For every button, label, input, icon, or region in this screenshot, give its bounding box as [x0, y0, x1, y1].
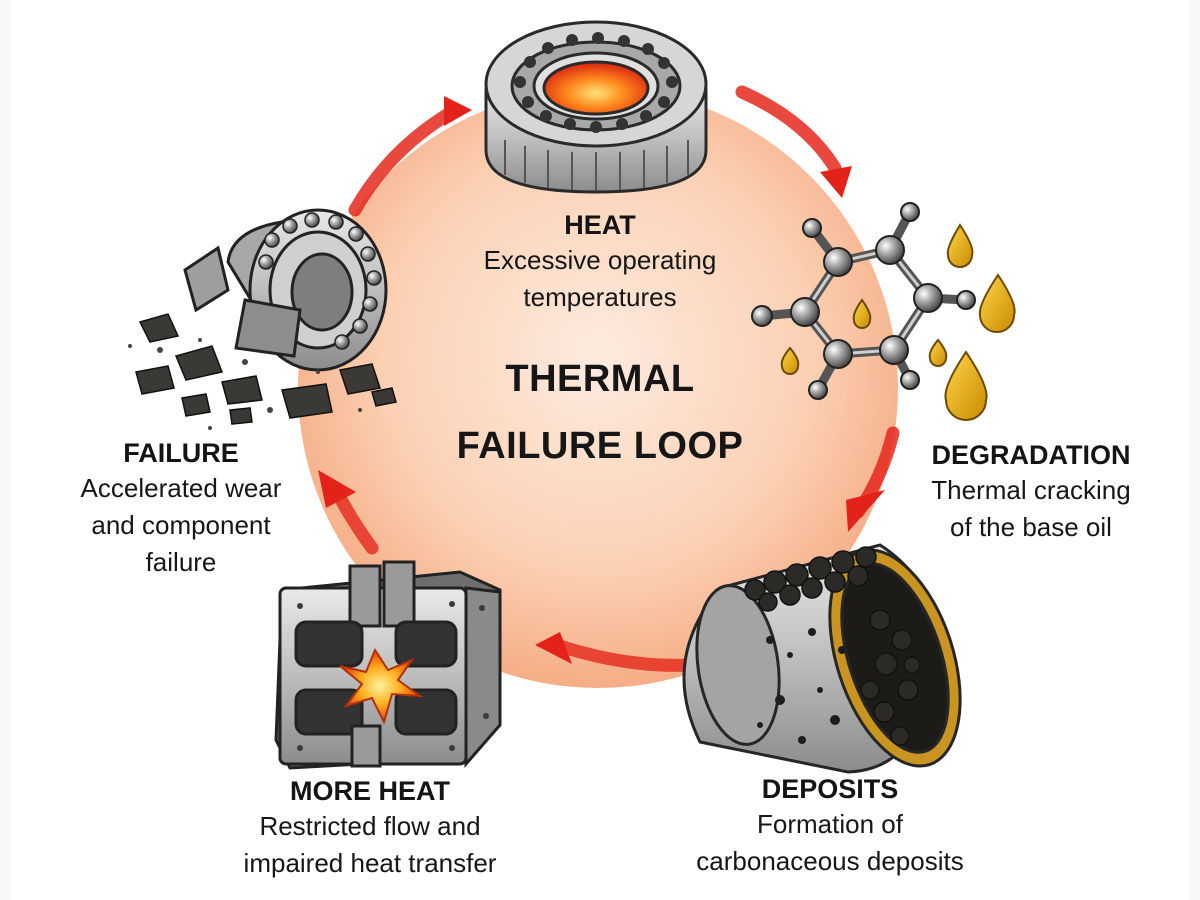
- step-degradation: DEGRADATION Thermal cracking of the base…: [900, 438, 1162, 546]
- diagram-title-line-1: THERMAL: [505, 358, 695, 400]
- step-deposits-label: DEPOSITS: [761, 774, 899, 804]
- arrow-deposits-to-more-heat: [553, 639, 699, 672]
- step-failure-description-line-1: Accelerated wear: [80, 473, 282, 503]
- step-more-heat-description-line-2: impaired heat transfer: [243, 848, 497, 878]
- step-failure-label: FAILURE: [123, 438, 239, 468]
- oil-drop: [946, 223, 974, 268]
- diagram-title-line-2: FAILURE LOOP: [456, 425, 744, 467]
- step-deposits-description-line-1: Formation of: [757, 809, 903, 839]
- broken-bearing-icon: [128, 208, 397, 430]
- step-more-heat: MORE HEAT Restricted flow and impaired h…: [195, 774, 545, 882]
- overheated-block-icon: [274, 560, 502, 770]
- oil-drop: [780, 346, 800, 375]
- step-failure-description-line-2: and component: [91, 510, 271, 540]
- oil-molecule-icon: [751, 202, 1016, 421]
- step-degradation-label: DEGRADATION: [931, 440, 1131, 470]
- step-heat-label: HEAT: [564, 210, 636, 240]
- arrow-heat-to-degradation: [735, 85, 842, 175]
- step-deposits-description-line-2: carbonaceous deposits: [696, 846, 964, 876]
- step-heat: HEAT Excessive operating temperatures: [440, 208, 760, 316]
- arrow-failure-to-heat: [348, 103, 462, 217]
- step-failure-description-line-3: failure: [145, 547, 217, 577]
- step-heat-description-line-2: temperatures: [523, 282, 677, 312]
- step-deposits: DEPOSITS Formation of carbonaceous depos…: [650, 772, 1010, 880]
- step-more-heat-label: MORE HEAT: [290, 776, 450, 806]
- oil-drop: [978, 273, 1016, 333]
- arrowhead-deposits: [846, 490, 885, 532]
- step-failure: FAILURE Accelerated wear and component f…: [50, 436, 312, 581]
- clogged-cylinder-icon: [682, 543, 962, 774]
- arrowhead-heat: [444, 96, 472, 126]
- step-heat-description-line-1: Excessive operating: [483, 245, 717, 275]
- fire-burst: [339, 647, 424, 725]
- arrowhead-more-heat: [535, 632, 572, 664]
- step-degradation-description-line-2: of the base oil: [950, 512, 1112, 542]
- arrowhead-degradation: [820, 166, 852, 198]
- oil-drop: [944, 350, 988, 421]
- hot-bearing-icon: [484, 20, 708, 194]
- oil-drop: [852, 298, 872, 329]
- step-degradation-description-line-1: Thermal cracking: [931, 475, 1131, 505]
- step-more-heat-description-line-1: Restricted flow and: [259, 811, 481, 841]
- oil-drop: [928, 338, 948, 367]
- arrow-heads: [318, 96, 885, 664]
- arrowhead-failure: [318, 470, 356, 508]
- loop-circle: [298, 88, 898, 688]
